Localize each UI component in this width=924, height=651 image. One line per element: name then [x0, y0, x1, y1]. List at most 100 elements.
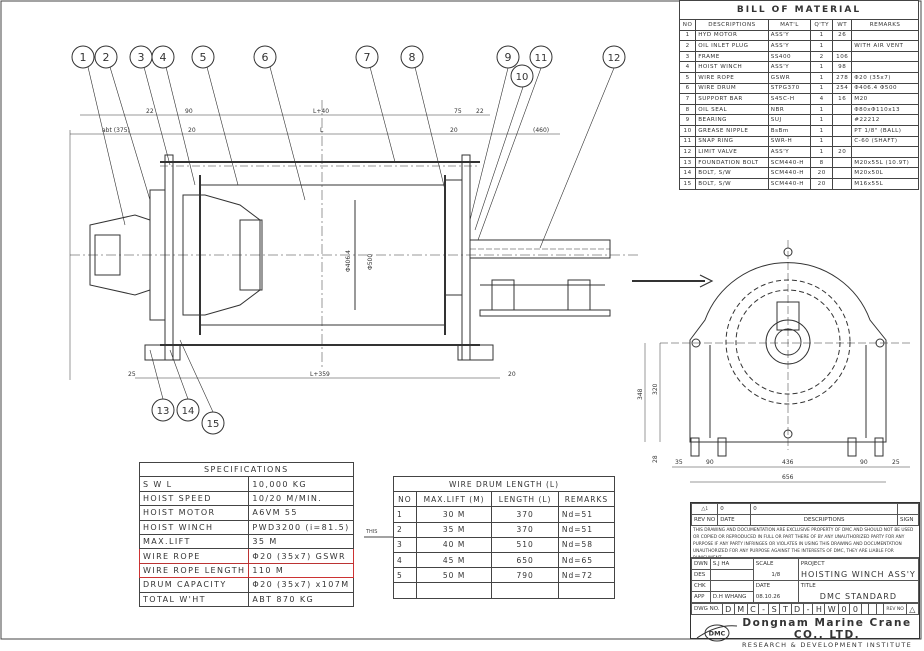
- bom-header: Q'TY: [810, 19, 834, 31]
- wire-drum-length-title: WIRE DRUM LENGTH (L): [393, 475, 615, 493]
- bom-cell: ASS'Y: [767, 146, 812, 158]
- svg-text:14: 14: [182, 406, 195, 417]
- drum-cell: 3: [393, 536, 417, 553]
- bom-cell: BEARING: [695, 114, 769, 126]
- bom-header-row: NO DESCRIPTIONS MAT'L Q'TY WT REMARKS: [678, 19, 919, 31]
- spec-label: HOIST WINCH: [138, 519, 250, 535]
- spec-value: Φ20 (35x7) x107M: [248, 577, 354, 593]
- dwg-no-char: D: [790, 603, 804, 615]
- dim-20-bottom: 20: [508, 371, 516, 378]
- scale-value: 1/8: [752, 569, 799, 581]
- bom-cell: 98: [832, 61, 853, 73]
- bom-cell: [851, 50, 919, 63]
- bom-cell: 20: [810, 167, 834, 179]
- bom-cell: Φ20 (35x7): [851, 71, 919, 84]
- drum-cell: Nd=51: [557, 521, 616, 538]
- svg-text:13: 13: [157, 406, 170, 417]
- project-label: PROJECT: [797, 558, 920, 570]
- drum-header: REMARKS: [557, 491, 616, 508]
- dim-22-right: 22: [476, 108, 484, 115]
- bom-cell: 7: [678, 93, 697, 105]
- bom-cell: 1: [678, 29, 697, 42]
- balloon-5: 5: [191, 45, 215, 69]
- drum-cell: 5: [393, 567, 417, 584]
- bom-cell: 4: [810, 93, 834, 105]
- bom-cell: WITH AIR VENT: [851, 40, 919, 52]
- bom-cell: M16x55L: [851, 177, 919, 190]
- date-header: DATE: [717, 514, 752, 526]
- bom-cell: 11: [678, 135, 697, 148]
- balloon-11: 11: [529, 45, 553, 69]
- bom-cell: BOLT, S/W: [695, 177, 769, 190]
- des-label: DES: [691, 569, 711, 581]
- dim-20-left: 20: [188, 127, 196, 134]
- bom-cell: 1: [810, 124, 834, 137]
- bom-cell: Φ406.4 Φ500: [851, 82, 919, 95]
- drum-cell: 40 M: [415, 536, 493, 553]
- spec-label: WIRE ROPE: [138, 548, 250, 564]
- title-value: DMC STANDARD: [797, 591, 920, 603]
- svg-text:1: 1: [80, 51, 87, 64]
- bom-cell: PT 1/8" (BALL): [851, 124, 919, 137]
- foot-bolt-3: [847, 437, 857, 457]
- bom-cell: 2: [810, 50, 834, 63]
- bom-cell: 106: [832, 50, 853, 63]
- bom-cell: 1: [810, 146, 834, 158]
- balloon-13: 13: [151, 398, 175, 422]
- dim-656: 656: [782, 474, 794, 481]
- bom-cell: [832, 103, 853, 116]
- dim-abt-375: abt (375): [102, 127, 130, 134]
- svg-text:5: 5: [200, 51, 207, 64]
- bom-cell: 3: [678, 50, 697, 63]
- bom-cell: 8: [810, 156, 834, 169]
- arrow-head: [699, 274, 714, 288]
- svg-text:DMC: DMC: [709, 630, 726, 638]
- bom-cell: 10: [678, 124, 697, 137]
- drum-cell: Nd=65: [557, 551, 616, 569]
- svg-text:12: 12: [608, 53, 621, 64]
- bom-header: MAT'L: [767, 19, 812, 31]
- bom-cell: 13: [678, 156, 697, 169]
- bom-cell: 1: [810, 114, 834, 126]
- dwg-no-char: H: [812, 603, 826, 615]
- drum-header: LENGTH (L): [491, 491, 559, 508]
- right-base-plate: [457, 344, 494, 361]
- app-value: D.H WHANG: [709, 591, 754, 603]
- balloon-12: 12: [602, 45, 626, 69]
- scale-label: SCALE: [752, 558, 799, 570]
- drum-cell: 35 M: [415, 521, 493, 538]
- svg-text:4: 4: [160, 51, 167, 64]
- dwg-no-label: DWG NO.: [691, 603, 723, 615]
- bom-cell: HOIST WINCH: [695, 61, 769, 73]
- bom-cell: [851, 61, 919, 73]
- dwg-no-char: C: [746, 603, 760, 615]
- bom-cell: STPG370: [767, 82, 812, 95]
- balloon-4: 4: [151, 45, 175, 69]
- svg-text:15: 15: [207, 419, 220, 430]
- institute-name: RESEARCH & DEVELOPMENT INSTITUTE: [741, 641, 913, 649]
- bom-cell: SUJ: [767, 114, 812, 126]
- spec-value: 110 M: [248, 562, 354, 579]
- bom-cell: M20x50L: [851, 167, 919, 179]
- balloon-6: 6: [253, 45, 277, 69]
- bom-cell: SWR-H: [767, 135, 812, 148]
- spec-value: Φ20 (35x7) GSWR: [248, 548, 354, 564]
- dwg-no-blank: [868, 603, 877, 615]
- dwg-no-blank: [860, 603, 870, 615]
- bom-cell: GSWR: [767, 71, 812, 84]
- dim-l-plus-40: L+40: [313, 108, 329, 115]
- bom-cell: [832, 135, 853, 148]
- bom-cell: [851, 29, 919, 42]
